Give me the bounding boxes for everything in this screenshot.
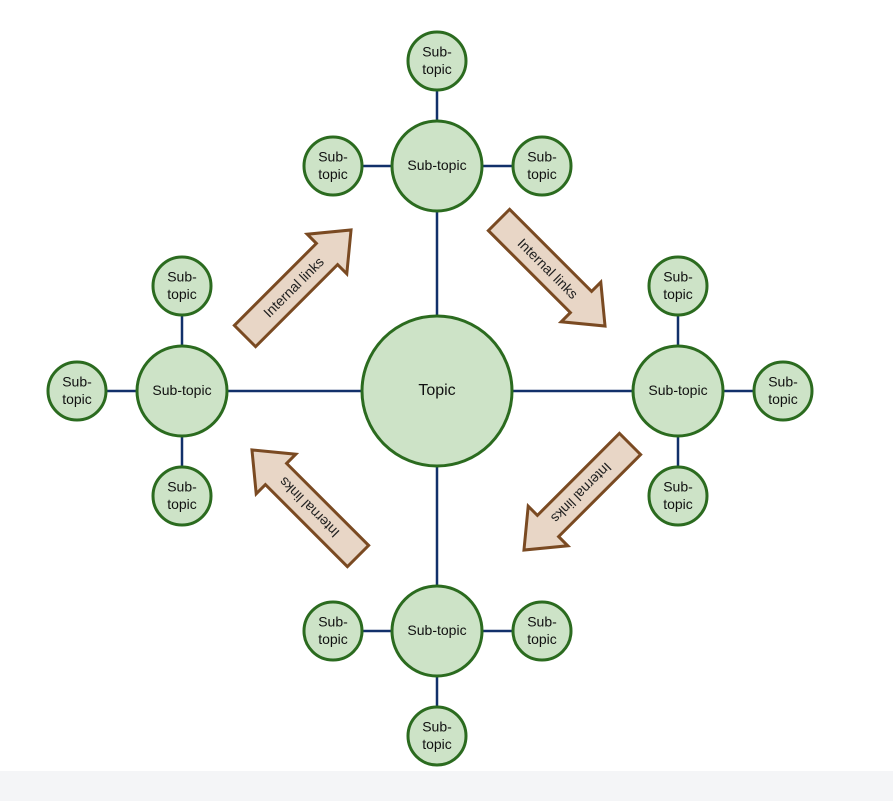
left-subtopic-leaf-3-label: Sub-topic	[167, 478, 197, 512]
right-subtopic-leaf-2-circle	[752, 360, 814, 422]
top-subtopic-leaf-3-label: Sub-topic	[527, 148, 557, 182]
left-subtopic-hub-label: Sub-topic	[152, 382, 211, 398]
bottom-subtopic-leaf-2-label: Sub-topic	[527, 613, 557, 647]
page-footer-band	[0, 771, 893, 801]
bottom-subtopic-leaf-3: Sub-topic	[406, 705, 468, 767]
internal-links-arrow-1: Internal links	[232, 228, 353, 349]
bottom-subtopic-leaf-2-circle	[511, 600, 573, 662]
left-subtopic-leaf-1: Sub-topic	[151, 255, 213, 317]
bottom-subtopic-hub-circle	[390, 584, 484, 678]
top-subtopic-hub: Sub-topic	[390, 119, 484, 213]
internal-links-arrow-3-shape	[522, 431, 643, 552]
top-subtopic-leaf-3: Sub-topic	[511, 135, 573, 197]
top-subtopic-leaf-2-label: Sub-topic	[318, 148, 348, 182]
internal-links-arrow-1-shape	[232, 228, 353, 349]
right-subtopic-leaf-1: Sub-topic	[647, 255, 709, 317]
top-subtopic-leaf-1-circle	[406, 30, 468, 92]
right-subtopic-leaf-2: Sub-topic	[752, 360, 814, 422]
top-subtopic-hub-label: Sub-topic	[407, 157, 466, 173]
top-subtopic-leaf-1-label: Sub-topic	[422, 43, 452, 77]
top-subtopic-leaf-2: Sub-topic	[302, 135, 364, 197]
top-subtopic-leaf-2-circle	[302, 135, 364, 197]
left-subtopic-leaf-2-circle	[46, 360, 108, 422]
left-subtopic-leaf-1-circle	[151, 255, 213, 317]
top-subtopic-leaf-3-circle	[511, 135, 573, 197]
left-subtopic-leaf-2-label: Sub-topic	[62, 373, 92, 407]
bottom-subtopic-hub: Sub-topic	[390, 584, 484, 678]
internal-links-arrow-3: Internal links	[522, 431, 643, 552]
internal-links-arrow-4: Internal links	[250, 448, 371, 569]
bottom-subtopic-hub-label: Sub-topic	[407, 622, 466, 638]
top-subtopic-hub-circle	[390, 119, 484, 213]
right-subtopic-hub-label: Sub-topic	[648, 382, 707, 398]
internal-links-arrow-2: Internal links	[486, 207, 607, 328]
right-subtopic-leaf-3-circle	[647, 465, 709, 527]
center-topic-node-circle	[360, 314, 514, 468]
bottom-subtopic-leaf-1-circle	[302, 600, 364, 662]
left-subtopic-leaf-3: Sub-topic	[151, 465, 213, 527]
bottom-subtopic-leaf-1: Sub-topic	[302, 600, 364, 662]
right-subtopic-leaf-3-label: Sub-topic	[663, 478, 693, 512]
internal-links-arrow-4-shape	[250, 448, 371, 569]
bottom-subtopic-leaf-3-circle	[406, 705, 468, 767]
left-subtopic-leaf-3-circle	[151, 465, 213, 527]
right-subtopic-leaf-3: Sub-topic	[647, 465, 709, 527]
top-subtopic-leaf-1: Sub-topic	[406, 30, 468, 92]
topic-nodes: TopicSub-topicSub-topicSub-topicSub-topi…	[46, 30, 814, 767]
left-subtopic-hub: Sub-topic	[135, 344, 229, 438]
bottom-subtopic-leaf-1-label: Sub-topic	[318, 613, 348, 647]
right-subtopic-hub-circle	[631, 344, 725, 438]
right-subtopic-hub: Sub-topic	[631, 344, 725, 438]
right-subtopic-leaf-1-circle	[647, 255, 709, 317]
right-subtopic-leaf-2-label: Sub-topic	[768, 373, 798, 407]
bottom-subtopic-leaf-3-label: Sub-topic	[422, 718, 452, 752]
left-subtopic-leaf-2: Sub-topic	[46, 360, 108, 422]
bottom-subtopic-leaf-2: Sub-topic	[511, 600, 573, 662]
left-subtopic-leaf-1-label: Sub-topic	[167, 268, 197, 302]
center-topic-node: Topic	[360, 314, 514, 468]
center-topic-node-label: Topic	[418, 382, 455, 399]
right-subtopic-leaf-1-label: Sub-topic	[663, 268, 693, 302]
left-subtopic-hub-circle	[135, 344, 229, 438]
internal-links-arrow-2-shape	[486, 207, 607, 328]
